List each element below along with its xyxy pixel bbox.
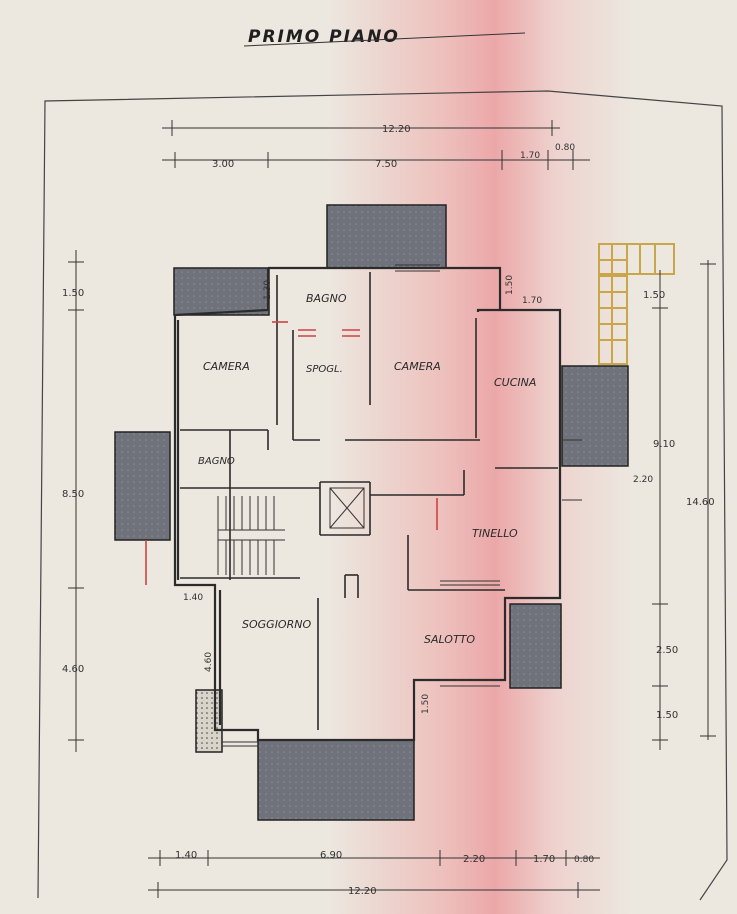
balcony-top-left (173, 267, 270, 316)
dim-top-a: 3.00 (212, 159, 234, 170)
interior-walls (180, 272, 558, 730)
dim-in-140: 1.40 (183, 593, 203, 603)
dim-right-d: 1.50 (656, 710, 678, 721)
dim-right-a: 1.50 (643, 290, 665, 301)
dim-bot-c: 2.20 (463, 854, 485, 865)
room-label-soggiorno: SOGGIORNO (242, 618, 311, 631)
dim-top-b: 7.50 (375, 159, 397, 170)
pergola (598, 243, 675, 365)
dim-bot-total: 12.20 (348, 886, 377, 897)
room-label-camera-left: CAMERA (203, 360, 250, 373)
windows (222, 264, 582, 747)
room-label-spogl: SPOGL. (306, 364, 343, 375)
room-label-cucina: CUCINA (494, 376, 536, 389)
dim-in-150: 1.50 (505, 275, 515, 295)
balconies (114, 204, 629, 821)
dim-in-220: 2.20 (633, 475, 653, 485)
dim-in-150b: 1.50 (421, 694, 431, 714)
balcony-left (114, 431, 171, 541)
dim-in-130: 1.30 (263, 280, 273, 300)
elevator-shaft (329, 487, 365, 529)
dim-right-c: 2.50 (656, 645, 678, 656)
room-label-tinello: TINELLO (472, 527, 518, 540)
dim-bot-d: 1.70 (533, 854, 555, 865)
room-label-bagno-top: BAGNO (306, 292, 347, 305)
dim-top-d: 0.80 (555, 143, 575, 153)
dim-right-total: 14.60 (686, 497, 715, 508)
plan-title: PRIMO PIANO (248, 27, 400, 47)
dim-right-b: 9.10 (653, 439, 675, 450)
dim-bot-e: 0.80 (574, 855, 594, 865)
dim-in-170: 1.70 (522, 296, 542, 306)
dim-top-c: 1.70 (520, 151, 540, 161)
dim-bot-a: 1.40 (175, 850, 197, 861)
balcony-top (326, 204, 447, 269)
room-label-camera-right: CAMERA (394, 360, 441, 373)
dim-bot-b: 6.90 (320, 850, 342, 861)
balcony-bottom (257, 739, 415, 821)
room-label-bagno-left: BAGNO (198, 456, 235, 467)
room-labels: BAGNO CAMERA SPOGL. CAMERA CUCINA BAGNO … (198, 292, 536, 646)
door-marks (145, 321, 438, 585)
dim-left-c: 4.60 (62, 664, 84, 675)
lot-boundary (37, 90, 728, 901)
dimension-lines (68, 120, 716, 898)
exterior-walls (173, 266, 562, 742)
title-underline (243, 32, 526, 47)
room-label-salotto: SALOTTO (424, 633, 475, 646)
balcony-right-low (509, 603, 562, 689)
dim-left-a: 1.50 (62, 288, 84, 299)
balcony-bottom-left (195, 689, 223, 753)
dim-left-b: 8.50 (62, 489, 84, 500)
dimension-labels: 12.20 3.00 7.50 1.70 0.80 1.50 8.50 4.60… (62, 124, 715, 897)
balcony-right (561, 365, 629, 467)
dim-in-460: 4.60 (204, 652, 214, 672)
dim-top-total: 12.20 (382, 124, 411, 135)
staircase (217, 496, 285, 575)
